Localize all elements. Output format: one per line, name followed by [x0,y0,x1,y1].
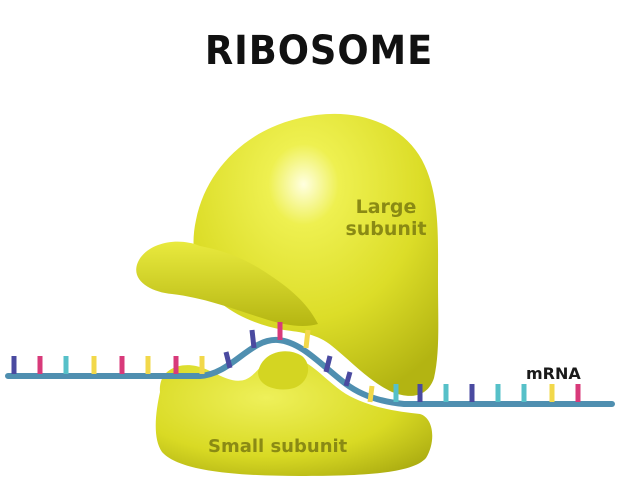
small-subunit-bump [258,351,309,390]
small-subunit-shape [155,356,433,476]
large-subunit-label: Large subunit [336,196,436,240]
base-tick [303,329,311,349]
base-tick [249,329,257,349]
base-tick [343,371,353,387]
diagram-title: RIBOSOME [204,28,434,74]
large-subunit-lip [136,241,318,326]
large-subunit-shape [193,113,439,396]
small-subunit-label: Small subunit [208,436,348,457]
large-subunit-label-line2: subunit [345,218,427,240]
base-tick [223,351,233,369]
large-subunit-label-line1: Large [355,196,417,218]
base-tick [323,355,333,373]
base-tick [367,385,375,403]
mrna-label: mRNA [526,364,581,383]
nucleotide-bases [11,322,581,403]
